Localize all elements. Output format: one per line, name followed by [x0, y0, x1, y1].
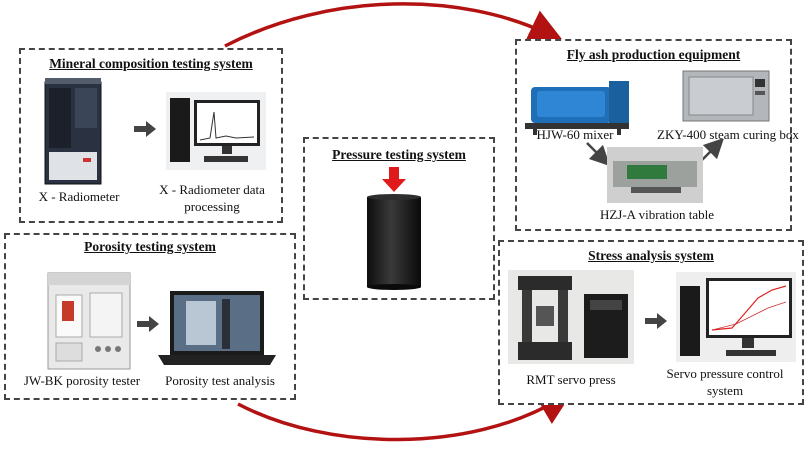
radiometer-data-caption-1: X - Radiometer data [159, 182, 265, 197]
steam-curing-box-image [682, 70, 770, 122]
radiometer-data-caption-2: processing [184, 199, 240, 214]
servo-control-caption-2: system [706, 383, 744, 398]
sample-cylinder-image [367, 194, 421, 290]
bottom-cycle-arrow [237, 391, 574, 442]
porosity-testing-panel: Porosity testing system JW-BK porosity t… [4, 233, 296, 400]
mixer-caption: HJW-60 mixer [536, 127, 614, 142]
x-radiometer-image [44, 78, 102, 185]
pressure-testing-panel: Pressure testing system [303, 137, 495, 300]
mineral-composition-panel: Mineral composition testing system X - R… [19, 48, 283, 223]
servo-control-computer-image [676, 272, 796, 362]
porosity-flow-arrow [137, 316, 159, 332]
servo-press-caption: RMT servo press [526, 372, 616, 387]
stress-flow-arrow [645, 313, 667, 329]
steam-box-caption: ZKY-400 steam curing box [657, 127, 799, 142]
pressure-panel-title: Pressure testing system [332, 147, 466, 162]
servo-press-image [508, 270, 634, 364]
top-cycle-arrow [224, 2, 564, 48]
porosity-analysis-caption: Porosity test analysis [165, 373, 275, 388]
porosity-laptop-image [158, 291, 276, 365]
servo-control-caption-1: Servo pressure control [666, 366, 784, 381]
fly-ash-production-panel: Fly ash production equipment HJW-60 mixe… [515, 39, 799, 231]
porosity-panel-title: Porosity testing system [84, 239, 216, 254]
vibration-table-image [607, 147, 703, 203]
stress-analysis-panel: Stress analysis system RMT servo press S… [498, 240, 804, 405]
porosity-tester-image [47, 272, 131, 370]
vibration-table-caption: HZJ-A vibration table [599, 207, 715, 222]
radiometer-computer-image [166, 92, 266, 170]
x-radiometer-caption: X - Radiometer [38, 189, 120, 204]
porosity-tester-caption: JW-BK porosity tester [23, 373, 141, 388]
mineral-flow-arrow [134, 121, 156, 137]
load-arrow-icon [382, 167, 406, 192]
fly-ash-panel-title: Fly ash production equipment [566, 47, 741, 62]
mineral-panel-title: Mineral composition testing system [49, 56, 253, 71]
stress-panel-title: Stress analysis system [588, 248, 714, 263]
mixer-image [525, 81, 629, 135]
